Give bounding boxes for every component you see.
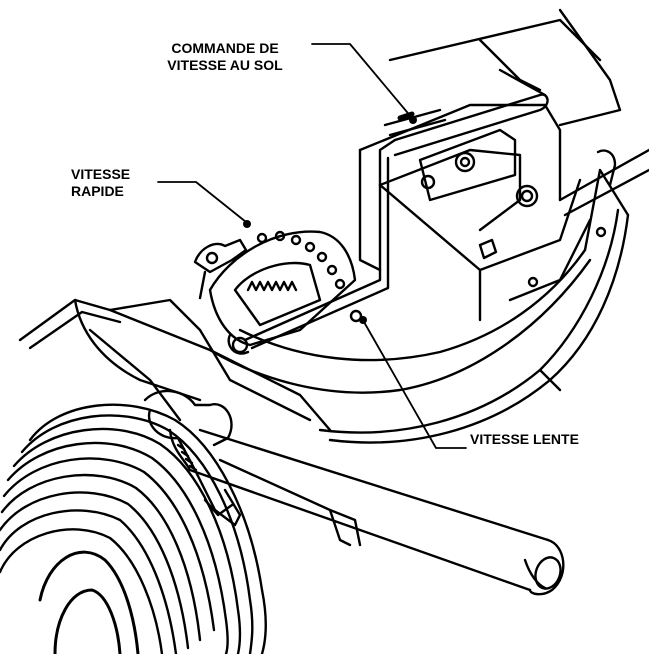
leader-ground-speed (311, 43, 413, 119)
speed-quadrant (208, 230, 363, 355)
speed-bracket (358, 8, 622, 322)
handle-tube (188, 428, 565, 596)
fast-knob (193, 238, 248, 300)
slow-speed-label: VITESSE LENTE (470, 431, 579, 448)
ground-speed-label-line2: VITESSE AU SOL (167, 57, 283, 73)
leader-dots (243, 116, 417, 324)
ground-speed-label: COMMANDE DE VITESSE AU SOL (140, 40, 310, 74)
leader-lines (157, 43, 467, 449)
fast-speed-label-line2: RAPIDE (71, 183, 124, 199)
leader-fast-speed (157, 181, 247, 223)
fast-speed-label-line1: VITESSE (71, 166, 131, 182)
wing-nut-clamp (143, 389, 242, 527)
fast-speed-label: VITESSE RAPIDE (71, 166, 130, 200)
control-rod (243, 108, 447, 350)
wheel (0, 403, 267, 654)
leader-slow-speed (363, 321, 467, 449)
slow-speed-label-text: VITESSE LENTE (470, 431, 579, 447)
frame (18, 148, 649, 444)
ground-speed-label-line1: COMMANDE DE (171, 40, 279, 56)
lower-plate (218, 458, 362, 547)
